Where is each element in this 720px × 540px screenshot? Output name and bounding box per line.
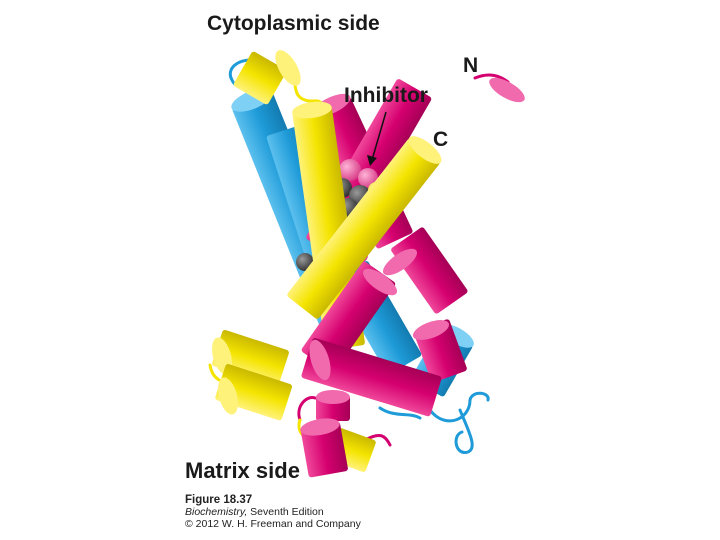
helix-yellow-c-terminal [287,136,442,319]
helix-yellow-left-2 [215,364,293,421]
copyright-notice: © 2012 W. H. Freeman and Company [185,518,361,530]
n-terminus-label: N [463,54,479,77]
book-title: Biochemistry, [185,506,248,518]
helix-yellow-top [233,50,301,105]
book-edition: Seventh Edition [247,506,324,518]
helix-magenta-bottom-2 [300,418,348,478]
helix-magenta-mid [382,227,468,314]
book-title-line: Biochemistry, Seventh Edition [185,506,361,518]
helix-magenta-horizontal [301,338,442,417]
cytoplasmic-side-label: Cytoplasmic side [207,12,380,35]
inhibitor-arrow [367,111,387,166]
figure-caption: Figure 18.37 Biochemistry, Seventh Editi… [185,494,361,530]
matrix-side-label: Matrix side [185,458,300,483]
figure-number: Figure 18.37 [185,494,253,506]
c-terminus-label: C [433,128,449,151]
helix-magenta-right [412,319,467,383]
helix-magenta-bottom-1 [316,390,350,421]
inhibitor-label: Inhibitor [344,84,428,107]
